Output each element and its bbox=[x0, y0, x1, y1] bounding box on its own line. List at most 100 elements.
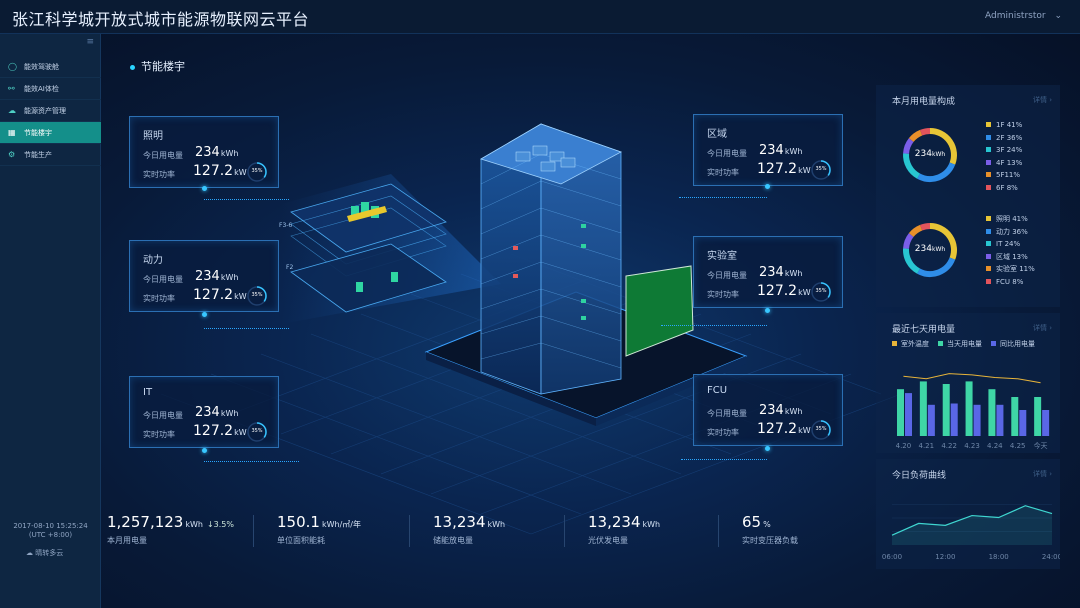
sidebar-item-label: 能效驾驶舱 bbox=[24, 62, 59, 71]
legend-item: FCU 8% bbox=[986, 276, 1035, 289]
sidebar-item-assets[interactable]: ☁ 能源资产管理 bbox=[0, 100, 101, 122]
connector-dot bbox=[202, 448, 207, 453]
connector-dot bbox=[765, 446, 770, 451]
bar bbox=[973, 404, 981, 436]
sidebar-item-label: 节能生产 bbox=[24, 150, 52, 159]
value: 127.2 bbox=[193, 163, 234, 179]
legend-swatch bbox=[986, 266, 991, 271]
card-power[interactable]: 动力 今日用电量 234kWh 实时功率 127.2kW 35% bbox=[129, 240, 279, 312]
area-fill bbox=[892, 505, 1052, 545]
card-label-power: 实时功率 bbox=[707, 168, 739, 177]
sidebar-item-buildings[interactable]: ▦ 节能楼宇 bbox=[0, 122, 101, 144]
donut-center-label: 234kWh bbox=[900, 244, 960, 254]
card-zone[interactable]: 区域 今日用电量 234kWh 实时功率 127.2kW 35% bbox=[693, 114, 843, 186]
unit: kWh/㎡/年 bbox=[321, 520, 361, 529]
details-link[interactable]: 详情 › bbox=[1032, 96, 1052, 104]
floor-highlight-yellow bbox=[347, 206, 387, 222]
unit: kW bbox=[234, 428, 247, 437]
app-title: 张江科学城开放式城市能源物联网云平台 bbox=[12, 10, 310, 29]
legend-swatch bbox=[986, 134, 991, 140]
sidebar-item-label: 能源资产管理 bbox=[24, 106, 66, 115]
card-label-power: 实时功率 bbox=[143, 170, 175, 179]
card-lighting[interactable]: 照明 今日用电量 234kWh 实时功率 127.2kW 35% bbox=[129, 116, 279, 188]
value: 127.2 bbox=[757, 283, 798, 299]
legend-swatch bbox=[986, 172, 991, 177]
card-fcu[interactable]: FCU 今日用电量 234kWh 实时功率 127.2kW 35% bbox=[693, 374, 843, 446]
bar bbox=[897, 389, 904, 436]
chart-legend: 室外温度当天用电量同比用电量 bbox=[892, 339, 1044, 349]
donut-slice bbox=[920, 223, 931, 231]
value: 234 bbox=[759, 265, 784, 280]
progress-ring: 35% bbox=[246, 421, 268, 443]
bar bbox=[1034, 397, 1042, 436]
card-label-energy: 今日用电量 bbox=[707, 271, 747, 280]
legend-label: 同比用电量 bbox=[1000, 340, 1035, 348]
card-it[interactable]: IT 今日用电量 234kWh 实时功率 127.2kW 35% bbox=[129, 376, 279, 448]
legend-item: 当天用电量 bbox=[938, 340, 982, 348]
value: 1,257,123 bbox=[107, 513, 184, 531]
legend-item: 4F 13% bbox=[986, 157, 1022, 170]
unit: kW bbox=[798, 166, 811, 175]
bar bbox=[919, 381, 927, 436]
factory-icon: ⚙ bbox=[8, 150, 16, 159]
donut-slice bbox=[908, 224, 923, 238]
unit: kWh bbox=[220, 149, 239, 158]
sidebar-item-cockpit[interactable]: ◯ 能效驾驶舱 bbox=[0, 56, 101, 78]
stat-label: 单位面积能耗 bbox=[277, 536, 325, 545]
bar bbox=[1042, 410, 1050, 436]
card-lab[interactable]: 实验室 今日用电量 234kWh 实时功率 127.2kW 35% bbox=[693, 236, 843, 308]
top-bar: 张江科学城开放式城市能源物联网云平台 Administrstor ⌄ bbox=[0, 0, 1080, 34]
card-value-energy: 234kWh bbox=[195, 269, 238, 284]
progress-text: 35% bbox=[815, 426, 827, 432]
divider bbox=[718, 515, 719, 547]
unit: kWh bbox=[931, 246, 946, 253]
legend-swatch bbox=[938, 341, 943, 346]
progress-ring: 35% bbox=[810, 419, 832, 441]
legend-swatch bbox=[986, 184, 991, 190]
cloud-icon: ☁ bbox=[26, 549, 33, 557]
card-value-power: 127.2kW bbox=[757, 421, 811, 437]
unit: kW bbox=[798, 426, 811, 435]
progress-ring: 35% bbox=[810, 281, 832, 303]
legend-label: 5F11% bbox=[996, 171, 1021, 179]
details-link[interactable]: 详情 › bbox=[1032, 470, 1052, 478]
ring-progress bbox=[247, 162, 267, 182]
sidebar-item-production[interactable]: ⚙ 节能生产 bbox=[0, 144, 101, 166]
legend-swatch bbox=[986, 159, 991, 165]
bar bbox=[996, 404, 1004, 436]
legend-label: 2F 36% bbox=[996, 133, 1023, 142]
progress-ring: 35% bbox=[246, 161, 268, 183]
bar bbox=[988, 389, 996, 436]
panel-title: 最近七天用电量 bbox=[892, 325, 956, 335]
equipment-markers bbox=[513, 224, 586, 320]
bar bbox=[965, 381, 973, 436]
building-scene: F3-6 F2 bbox=[160, 123, 902, 535]
weather: ☁ 晴转多云 bbox=[26, 548, 63, 558]
card-label-power: 实时功率 bbox=[143, 430, 175, 439]
sidebar-item-label: 能效AI体检 bbox=[24, 84, 59, 93]
card-value-energy: 234kWh bbox=[195, 405, 238, 420]
cloud-icon: ☁ bbox=[8, 106, 16, 115]
card-title: IT bbox=[143, 387, 153, 398]
user-menu[interactable]: Administrstor ⌄ bbox=[985, 11, 1062, 21]
ring-progress bbox=[811, 160, 831, 180]
donut-slice bbox=[903, 233, 914, 249]
x-tick-label: 4.22 bbox=[941, 442, 957, 450]
legend-label: 6F 8% bbox=[996, 183, 1018, 192]
page-title: 节能楼宇 bbox=[130, 58, 185, 74]
card-label-energy: 今日用电量 bbox=[143, 411, 183, 420]
datetime: 2017-08-10 15:25:24 (UTC +8:00) bbox=[0, 522, 101, 540]
hamburger-icon[interactable]: ≡ bbox=[86, 37, 94, 47]
username: Administrstor bbox=[985, 11, 1046, 21]
card-connector bbox=[204, 199, 289, 200]
sidebar-item-ai-check[interactable]: ⚯ 能效AI体检 bbox=[0, 78, 101, 100]
legend-label: 动力 36% bbox=[996, 227, 1028, 236]
legend-item: 3F 24% bbox=[986, 144, 1022, 157]
legend-swatch bbox=[986, 122, 991, 127]
details-link[interactable]: 详情 › bbox=[1032, 324, 1052, 332]
